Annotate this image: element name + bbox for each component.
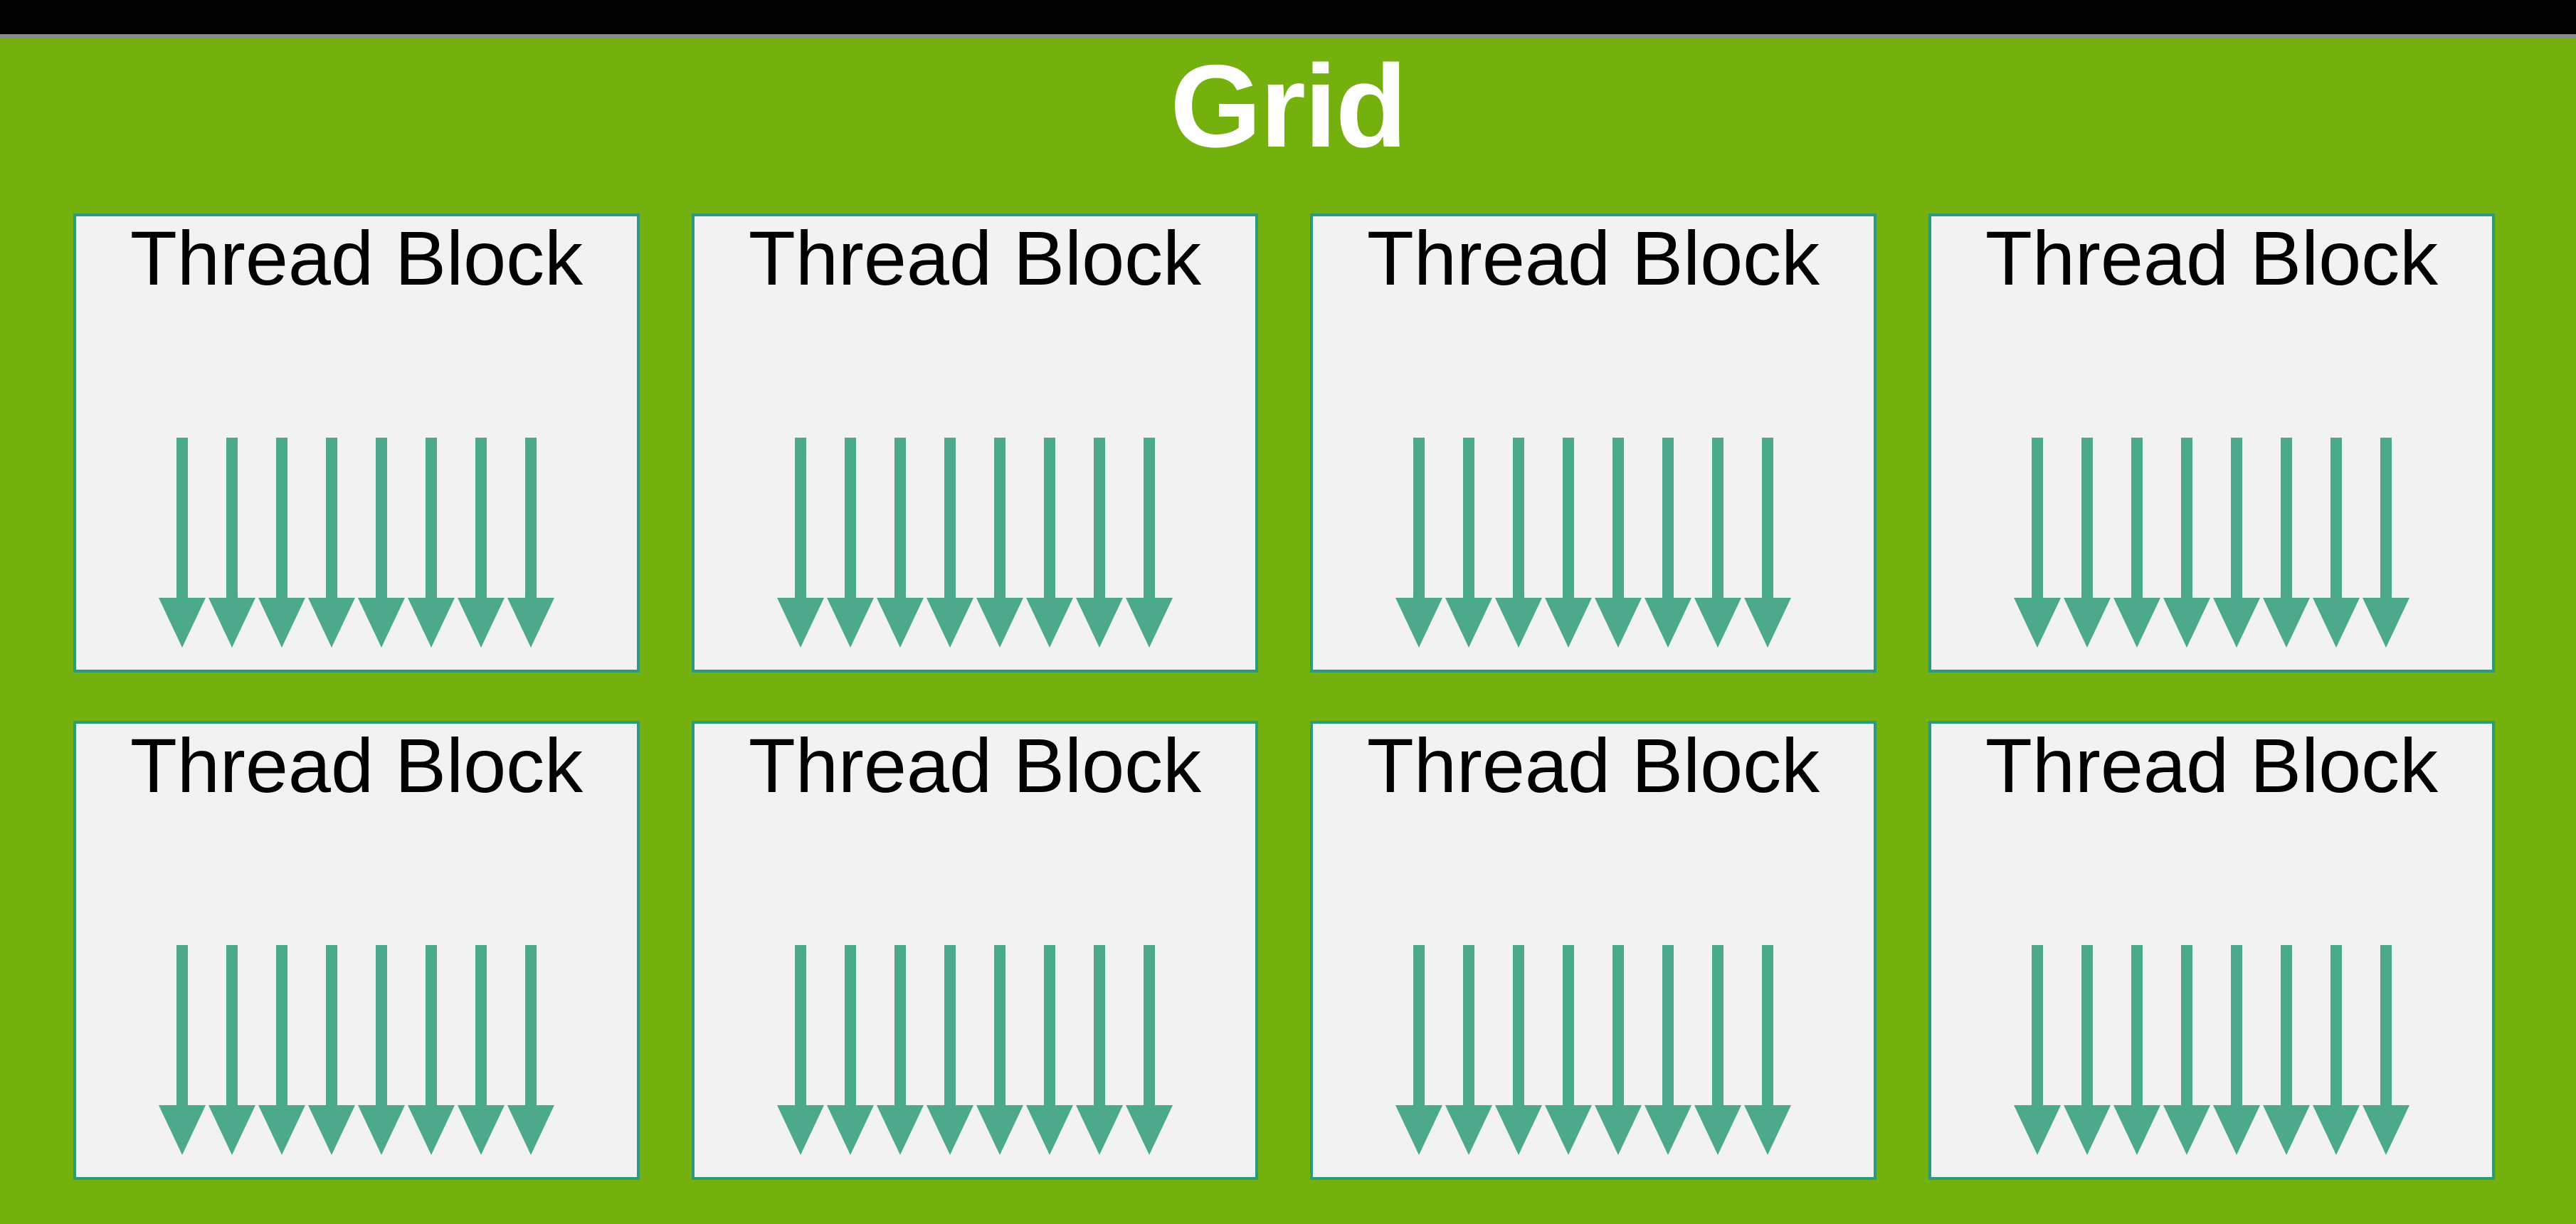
thread-arrow-icon bbox=[1595, 438, 1642, 648]
thread-arrow-icon bbox=[208, 438, 255, 648]
thread-arrow-icon bbox=[1126, 438, 1173, 648]
thread-block-label: Thread Block bbox=[748, 215, 1202, 301]
grid-title: Grid bbox=[1170, 41, 1407, 172]
thread-arrow-icon bbox=[208, 945, 255, 1155]
thread-block-label: Thread Block bbox=[130, 215, 584, 301]
thread-arrow-icon bbox=[308, 438, 355, 648]
thread-arrow-icon bbox=[1545, 945, 1592, 1155]
thread-block-label: Thread Block bbox=[1366, 215, 1820, 301]
thread-block: Thread Block bbox=[1310, 721, 1876, 1180]
thread-arrow-icon bbox=[1595, 945, 1642, 1155]
thread-arrow-icon bbox=[2363, 438, 2409, 648]
thread-arrow-icon bbox=[1645, 438, 1691, 648]
thread-block: Thread Block bbox=[1928, 721, 2495, 1180]
thread-block-label: Thread Block bbox=[1366, 722, 1820, 808]
thread-arrow-icon bbox=[2213, 438, 2260, 648]
thread-arrows-group bbox=[695, 438, 1255, 648]
thread-arrows-group bbox=[1931, 438, 2492, 648]
thread-arrow-icon bbox=[1495, 945, 1542, 1155]
letterbox-top-bar bbox=[0, 0, 2576, 34]
thread-arrows-group bbox=[695, 945, 1255, 1155]
thread-arrow-icon bbox=[827, 945, 874, 1155]
thread-arrow-icon bbox=[927, 438, 973, 648]
thread-arrow-icon bbox=[1395, 438, 1442, 648]
thread-arrow-icon bbox=[1026, 945, 1073, 1155]
thread-arrow-icon bbox=[2014, 945, 2061, 1155]
thread-arrow-icon bbox=[2113, 438, 2160, 648]
thread-arrow-icon bbox=[2363, 945, 2409, 1155]
thread-arrow-icon bbox=[1645, 945, 1691, 1155]
thread-arrow-icon bbox=[2064, 438, 2111, 648]
thread-block-label: Thread Block bbox=[1985, 722, 2439, 808]
thread-arrow-icon bbox=[1545, 438, 1592, 648]
thread-arrow-icon bbox=[2263, 945, 2310, 1155]
thread-arrow-icon bbox=[777, 438, 824, 648]
thread-arrow-icon bbox=[358, 945, 405, 1155]
thread-arrow-icon bbox=[2113, 945, 2160, 1155]
thread-arrow-icon bbox=[1694, 438, 1741, 648]
thread-block: Thread Block bbox=[73, 721, 640, 1180]
thread-arrow-icon bbox=[2064, 945, 2111, 1155]
thread-arrow-icon bbox=[2213, 945, 2260, 1155]
thread-arrow-icon bbox=[777, 945, 824, 1155]
thread-arrow-icon bbox=[2163, 438, 2210, 648]
thread-arrow-icon bbox=[2313, 438, 2360, 648]
thread-arrow-icon bbox=[877, 945, 924, 1155]
thread-arrow-icon bbox=[1076, 945, 1123, 1155]
thread-arrow-icon bbox=[1744, 945, 1791, 1155]
thread-arrow-icon bbox=[2014, 438, 2061, 648]
thread-arrows-group bbox=[1313, 438, 1874, 648]
thread-block-label: Thread Block bbox=[130, 722, 584, 808]
thread-arrow-icon bbox=[976, 438, 1023, 648]
thread-arrow-icon bbox=[159, 438, 206, 648]
thread-arrow-icon bbox=[2313, 945, 2360, 1155]
thread-arrow-icon bbox=[976, 945, 1023, 1155]
thread-arrow-icon bbox=[408, 438, 455, 648]
thread-arrow-icon bbox=[2163, 945, 2210, 1155]
thread-arrow-icon bbox=[358, 438, 405, 648]
thread-arrow-icon bbox=[1076, 438, 1123, 648]
thread-arrow-icon bbox=[1026, 438, 1073, 648]
thread-block: Thread Block bbox=[1310, 213, 1876, 672]
thread-arrow-icon bbox=[877, 438, 924, 648]
thread-block-label: Thread Block bbox=[748, 722, 1202, 808]
thread-arrow-icon bbox=[1445, 438, 1492, 648]
thread-block: Thread Block bbox=[692, 721, 1258, 1180]
thread-arrow-icon bbox=[1126, 945, 1173, 1155]
thread-arrow-icon bbox=[1694, 945, 1741, 1155]
thread-arrows-group bbox=[76, 945, 637, 1155]
thread-arrow-icon bbox=[1744, 438, 1791, 648]
thread-arrows-group bbox=[76, 438, 637, 648]
thread-arrow-icon bbox=[458, 438, 505, 648]
thread-arrow-icon bbox=[1395, 945, 1442, 1155]
thread-arrow-icon bbox=[507, 945, 554, 1155]
top-divider-line bbox=[0, 34, 2576, 38]
thread-block: Thread Block bbox=[692, 213, 1258, 672]
thread-block: Thread Block bbox=[73, 213, 640, 672]
thread-arrow-icon bbox=[827, 438, 874, 648]
thread-arrow-icon bbox=[258, 945, 305, 1155]
thread-block: Thread Block bbox=[1928, 213, 2495, 672]
thread-arrow-icon bbox=[2263, 438, 2310, 648]
thread-block-label: Thread Block bbox=[1985, 215, 2439, 301]
thread-arrow-icon bbox=[927, 945, 973, 1155]
thread-arrows-group bbox=[1313, 945, 1874, 1155]
thread-arrow-icon bbox=[1495, 438, 1542, 648]
thread-arrow-icon bbox=[308, 945, 355, 1155]
thread-arrows-group bbox=[1931, 945, 2492, 1155]
thread-arrow-icon bbox=[458, 945, 505, 1155]
thread-arrow-icon bbox=[408, 945, 455, 1155]
thread-arrow-icon bbox=[1445, 945, 1492, 1155]
thread-arrow-icon bbox=[507, 438, 554, 648]
thread-arrow-icon bbox=[258, 438, 305, 648]
thread-arrow-icon bbox=[159, 945, 206, 1155]
